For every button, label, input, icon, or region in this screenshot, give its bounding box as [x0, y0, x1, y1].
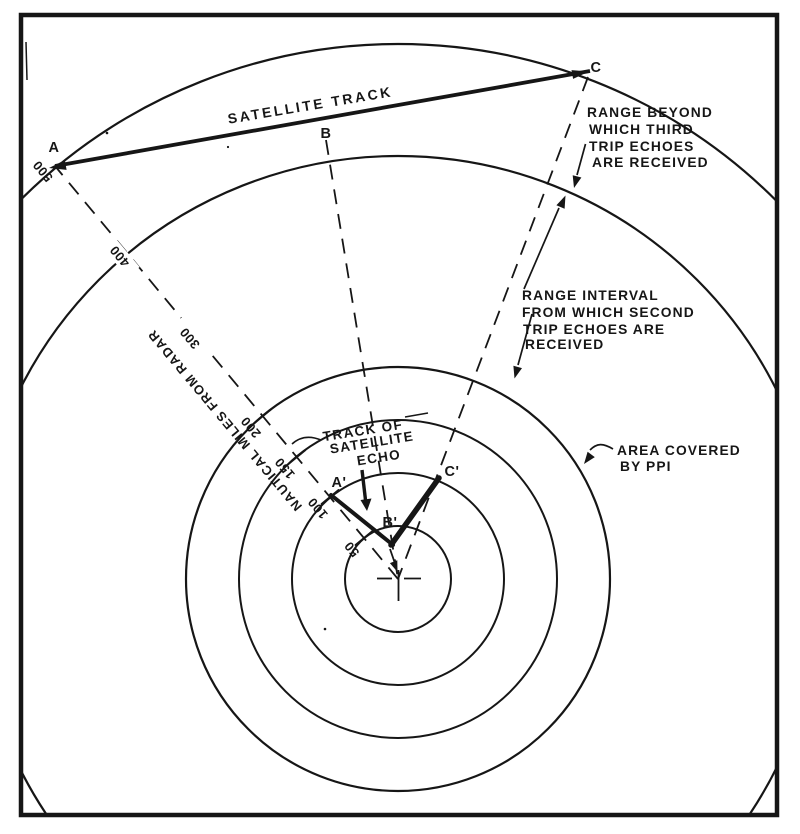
ppi-ring-50nm: [344, 525, 452, 633]
tick-150nm: [287, 449, 307, 465]
echo-label-leader-left: [291, 436, 322, 445]
svg-text:TRIP ECHOES ARE: TRIP ECHOES ARE: [523, 322, 665, 337]
annotation-third-trip: RANGE BEYOND WHICH THIRD TRIP ECHOES ARE…: [587, 105, 713, 170]
ppi-ring-100nm: [291, 472, 505, 686]
ppi-center-cross: [377, 570, 421, 601]
tick-label-400: 400: [100, 234, 140, 278]
tick-50nm: [354, 530, 374, 546]
label-point-c-prime: C': [445, 464, 460, 480]
label-point-a-prime: A': [332, 475, 347, 491]
annotation-ppi-area: AREA COVERED BY PPI: [617, 443, 741, 474]
ppi-ring-150nm: [238, 419, 558, 739]
echo-track-segment-a-b: [329, 493, 395, 547]
range-arc-400nm: [23, 155, 776, 813]
scan-speck: [105, 131, 109, 135]
svg-text:RANGE INTERVAL: RANGE INTERVAL: [522, 288, 659, 303]
radial-line-to-b: [325, 139, 399, 580]
echo-to-center-arrowhead: [389, 560, 398, 572]
second-trip-up-arrowhead: [556, 195, 566, 209]
tick-200nm: [253, 408, 273, 424]
svg-text:500: 500: [29, 158, 55, 185]
radial-line-to-a: [54, 165, 399, 580]
scan-speck: [226, 145, 230, 149]
tick-label-500: 500: [29, 158, 55, 185]
echo-label-leader-right: [404, 412, 429, 418]
svg-text:TRIP ECHOES: TRIP ECHOES: [589, 139, 694, 154]
svg-text:RANGE BEYOND: RANGE BEYOND: [587, 105, 713, 120]
label-point-a: A: [49, 140, 60, 156]
echo-label-arrow-shaft: [360, 469, 368, 501]
svg-text:ARE RECEIVED: ARE RECEIVED: [592, 155, 709, 170]
svg-text:NAUTICAL MILES FROM RADAR: NAUTICAL MILES FROM RADAR: [144, 327, 305, 514]
label-point-b: B: [321, 126, 332, 142]
scan-artifact: [25, 41, 28, 81]
second-trip-up-arrow-shaft: [523, 207, 560, 290]
svg-text:BY PPI: BY PPI: [620, 459, 672, 474]
label-point-b-prime: B': [383, 515, 398, 531]
third-trip-arrowhead: [572, 175, 582, 188]
annotation-echo-track: TRACK OF SATELLITE ECHO: [322, 417, 415, 469]
svg-text:RECEIVED: RECEIVED: [525, 337, 604, 352]
ppi-area-arrowhead: [584, 451, 595, 464]
radial-line-to-c: [397, 76, 589, 580]
echo-to-center-arrow-shaft: [389, 548, 396, 563]
second-trip-down-arrow-shaft: [517, 313, 533, 366]
tick-100nm: [320, 489, 340, 505]
echo-label-arrowhead: [360, 498, 372, 511]
range-scale-ticks: [253, 408, 374, 546]
track-endpoint-arrow-c: [571, 70, 589, 79]
svg-text:FROM WHICH SECOND: FROM WHICH SECOND: [522, 305, 695, 320]
range-arc-500nm: [23, 43, 776, 203]
ppi-ring-200nm: [184, 365, 612, 793]
annotation-second-trip: RANGE INTERVAL FROM WHICH SECOND TRIP EC…: [522, 288, 695, 352]
third-trip-arrow-shaft: [576, 143, 587, 176]
svg-text:WHICH THIRD: WHICH THIRD: [589, 122, 694, 137]
scan-speck: [323, 627, 327, 631]
label-point-c: C: [591, 60, 602, 76]
track-endpoint-arrow-a: [49, 160, 67, 170]
svg-text:ECHO: ECHO: [356, 447, 402, 469]
svg-text:AREA COVERED: AREA COVERED: [617, 443, 741, 458]
ppi-area-arrow-shaft: [589, 443, 614, 451]
figure-border: [18, 12, 780, 818]
second-trip-down-arrowhead: [513, 365, 522, 379]
range-scale-axis-label: NAUTICAL MILES FROM RADAR: [144, 327, 305, 514]
echo-track-segment-b-c: [388, 475, 442, 548]
satellite-track-line: [54, 69, 591, 168]
